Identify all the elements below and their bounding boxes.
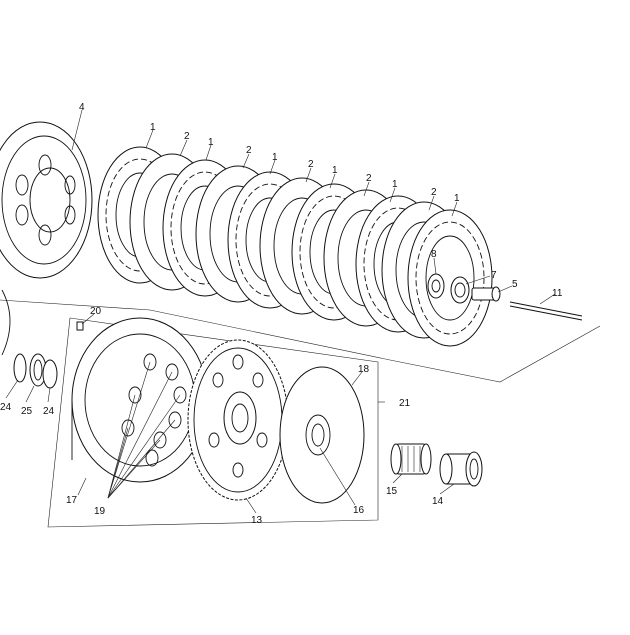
clutch-basket (71, 317, 209, 483)
label-part-1: 1 (150, 122, 156, 133)
clutch-disc-stack (97, 146, 493, 347)
label-part-25: 25 (21, 406, 33, 417)
label-part-5: 5 (512, 279, 518, 290)
pushrod-11 (509, 301, 583, 321)
bearing-7 (450, 276, 470, 304)
callout-labels: 4 1 2 1 2 1 2 1 2 1 2 1 8 7 5 11 20 18 2… (0, 102, 563, 526)
label-part-19: 19 (94, 506, 106, 517)
primary-driven-gear (187, 339, 289, 501)
label-part-2: 2 (184, 131, 190, 142)
rivet-leaders (107, 361, 181, 499)
label-part-7: 7 (491, 270, 497, 281)
label-part-1: 1 (454, 193, 460, 204)
label-part-20: 20 (90, 306, 102, 317)
label-part-8: 8 (431, 249, 437, 260)
label-part-24: 24 (0, 402, 12, 413)
pushrod-piece-5 (471, 286, 501, 302)
upper-assembly-outline (0, 299, 601, 383)
callout-leaders (5, 109, 556, 514)
label-part-18: 18 (358, 364, 370, 375)
label-part-11: 11 (552, 288, 563, 299)
plate-18 (279, 366, 365, 504)
needle-bearing (390, 443, 432, 475)
label-part-24: 24 (43, 406, 55, 417)
label-part-15: 15 (386, 486, 398, 497)
label-part-2: 2 (246, 145, 252, 156)
label-part-2: 2 (431, 187, 437, 198)
label-part-13: 13 (251, 515, 263, 526)
label-part-21: 21 (399, 398, 411, 409)
label-part-17: 17 (66, 495, 78, 506)
clutch-housing-kit-outline (47, 317, 379, 528)
label-part-2: 2 (308, 159, 314, 170)
label-part-1: 1 (392, 179, 398, 190)
bushing-14 (439, 451, 483, 487)
friction-disc (407, 209, 493, 347)
label-part-1: 1 (208, 137, 214, 148)
label-part-14: 14 (432, 496, 444, 507)
label-part-1: 1 (272, 152, 278, 163)
label-part-16: 16 (353, 505, 365, 516)
washer-8 (427, 273, 445, 299)
label-part-1: 1 (332, 165, 338, 176)
label-part-4: 4 (79, 102, 85, 113)
label-part-2: 2 (366, 173, 372, 184)
lower-left-washers (1, 289, 58, 389)
pressure-plate (0, 121, 93, 279)
screw-20 (76, 321, 84, 331)
